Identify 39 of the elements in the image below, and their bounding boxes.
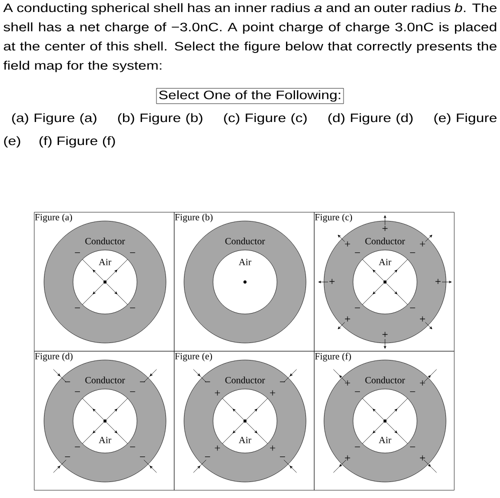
charge-sign: − <box>410 446 416 448</box>
charge-sign: − <box>74 391 80 392</box>
charge-sign: + <box>329 278 335 284</box>
air-region: Air <box>212 250 278 314</box>
charge-sign: − <box>74 446 80 448</box>
charge-sign: + <box>270 390 276 396</box>
charge-sign: − <box>64 456 70 458</box>
charge-sign: − <box>354 446 360 448</box>
select-box: Select One of the Following: <box>156 88 344 104</box>
charge-sign: − <box>354 391 360 392</box>
charge-sign: − <box>410 391 416 392</box>
charge-sign: − <box>74 252 80 253</box>
charge-sign: − <box>130 252 136 253</box>
charge-sign: + <box>420 380 426 386</box>
charge-sign: + <box>214 445 220 451</box>
charge-sign: + <box>214 390 220 396</box>
charge-sign: − <box>410 252 416 253</box>
charge-sign: + <box>435 278 441 284</box>
charge-sign: − <box>204 456 210 458</box>
option-label: (a) Figure (a) <box>12 113 96 125</box>
charge-sign: + <box>420 316 426 322</box>
charge-sign: + <box>420 455 426 460</box>
charge-sign: + <box>344 380 350 386</box>
charge-sign: − <box>130 391 136 392</box>
option-label: (d) Figure (d) <box>328 113 413 125</box>
charge-sign: − <box>354 252 360 253</box>
charge-sign: − <box>140 456 146 458</box>
charge-sign: + <box>420 241 426 247</box>
charge-sign: + <box>344 455 350 460</box>
charge-sign: + <box>270 445 276 451</box>
charge-sign: + <box>344 316 350 322</box>
option-label: (b) Figure (b) <box>118 113 202 125</box>
charge-sign: + <box>382 226 388 232</box>
question-text: A conducting spherical shell has an inner radius a and an outer radius b. The shell has a net charge of −3.0nC. A point charge of charge 3.0nC is placed at the center of this shell. Select the figure below that correctly presents the field map for the system: <box>3 3 497 72</box>
charge-sign: − <box>280 456 286 458</box>
charge-sign: + <box>344 241 350 247</box>
charge-sign: − <box>130 446 136 448</box>
option-label: (f) Figure (f) <box>40 136 115 148</box>
charge-sign: + <box>382 332 388 338</box>
